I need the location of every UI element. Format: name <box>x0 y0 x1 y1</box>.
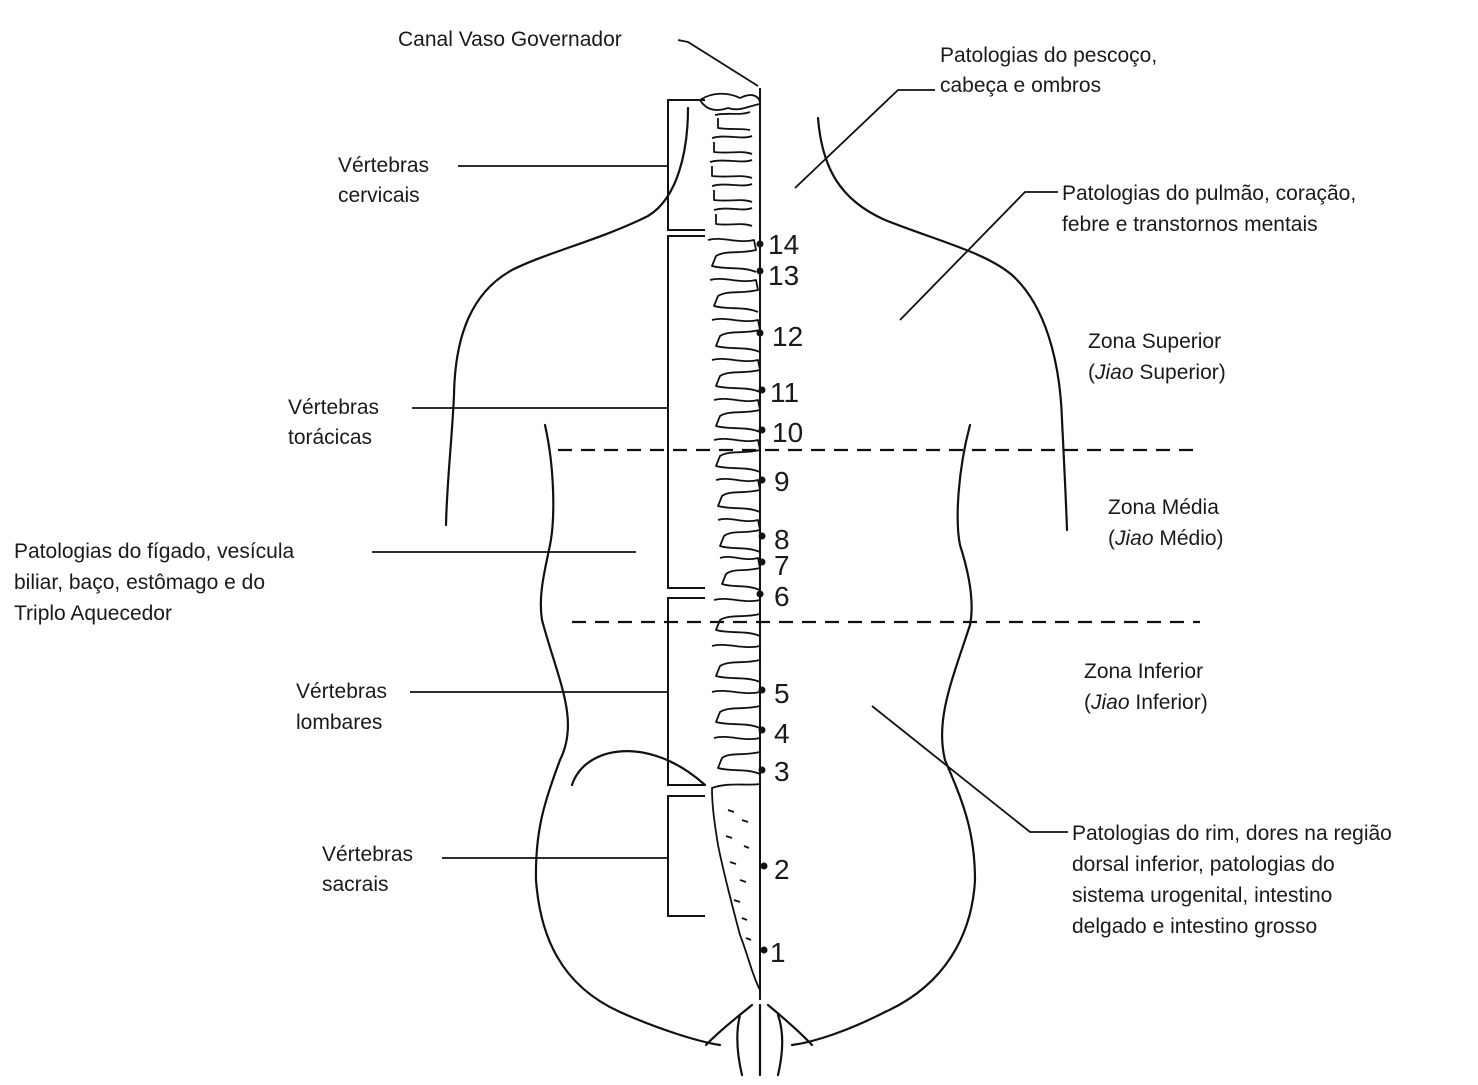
vertebras-toracicas-label: Vértebras torácicas <box>288 396 385 449</box>
zona-superior-jiao-open: ( <box>1088 361 1095 384</box>
zona-inferior-name: Zona Inferior <box>1084 660 1203 683</box>
sacrais-line-2: sacrais <box>322 873 389 896</box>
point-8-dot <box>759 533 766 540</box>
zona-media-jiao-rest: Médio) <box>1154 527 1224 550</box>
canal-vaso-governador-label: Canal Vaso Governador <box>398 28 622 51</box>
figado-line-1: Patologias do fígado, vesícula <box>14 540 295 563</box>
zona-media-name: Zona Média <box>1108 496 1219 519</box>
point-12-dot <box>757 330 764 337</box>
spine <box>700 88 760 1000</box>
zona-media-jiao-italic: Jiao <box>1114 527 1154 550</box>
point-13-dot <box>757 268 764 275</box>
left-shoulder-arm-outline <box>446 108 688 525</box>
sacrum <box>712 784 760 990</box>
pulmao-line-2: febre e transtornos mentais <box>1062 213 1318 236</box>
left-gluteal-curve <box>706 1005 752 1045</box>
acupoint-numbers: 14 13 12 11 10 9 8 7 6 5 4 3 2 1 <box>768 229 803 968</box>
pescoco-line-2: cabeça e ombros <box>940 74 1101 97</box>
patologias-pescoco-label: Patologias do pescoço, cabeça e ombros <box>940 44 1163 97</box>
zona-inferior-label: Zona Inferior (Jiao Inferior) <box>1084 660 1209 714</box>
gluteal-cleft <box>737 1005 782 1075</box>
rim-line-2: dorsal inferior, patologias do <box>1072 853 1335 876</box>
point-12-label: 12 <box>772 321 803 352</box>
thoracic-vertebrae <box>708 239 760 590</box>
cervicais-line-2: cervicais <box>338 184 420 207</box>
zona-superior-name: Zona Superior <box>1088 330 1221 353</box>
acupoint-dots <box>757 241 768 954</box>
thoracic-bracket <box>668 236 705 588</box>
zona-inferior-jiao-open: ( <box>1084 691 1091 714</box>
zona-superior-jiao-rest: Superior) <box>1134 361 1226 384</box>
toracicas-line-1: Vértebras <box>288 396 379 419</box>
zona-inferior-jiao-rest: Inferior) <box>1130 691 1208 714</box>
point-11-dot <box>759 387 766 394</box>
right-shoulder-arm-outline <box>818 118 1067 530</box>
point-6-label: 6 <box>774 581 790 612</box>
toracicas-line-2: torácicas <box>288 426 372 449</box>
point-7-label: 7 <box>774 550 790 581</box>
point-5-label: 5 <box>774 678 790 709</box>
pescoco-leader <box>795 90 935 188</box>
point-4-dot <box>759 727 766 734</box>
point-9-label: 9 <box>774 466 790 497</box>
lombares-line-2: lombares <box>296 711 382 734</box>
cervical-bracket <box>668 100 705 230</box>
lombares-line-1: Vértebras <box>296 680 387 703</box>
vertebrae-brackets <box>668 100 705 916</box>
point-7-dot <box>759 559 766 566</box>
cervical-vertebrae <box>700 94 760 226</box>
sacrais-line-1: Vértebras <box>322 843 413 866</box>
point-10-label: 10 <box>772 417 803 448</box>
point-1-dot <box>761 947 768 954</box>
cervicais-line-1: Vértebras <box>338 154 429 177</box>
rim-leader <box>872 706 1068 832</box>
vertebras-lombares-label: Vértebras lombares <box>296 680 393 734</box>
point-1-label: 1 <box>770 937 786 968</box>
sacral-bracket <box>668 796 705 916</box>
zona-superior-label: Zona Superior (Jiao Superior) <box>1088 330 1227 384</box>
zona-media-jiao-open: ( <box>1108 527 1115 550</box>
rim-line-1: Patologias do rim, dores na região <box>1072 822 1392 845</box>
pulmao-line-1: Patologias do pulmão, coração, <box>1062 182 1356 205</box>
point-3-dot <box>759 767 766 774</box>
right-gluteal-curve <box>768 1005 812 1045</box>
point-14-dot <box>757 241 764 248</box>
point-10-dot <box>759 427 766 434</box>
vertebras-cervicais-label: Vértebras cervicais <box>338 154 435 207</box>
canal-leader <box>678 40 758 86</box>
rim-line-3: sistema urogenital, intestino <box>1072 884 1332 907</box>
zona-inferior-jiao-italic: Jiao <box>1090 691 1130 714</box>
point-3-label: 3 <box>774 756 790 787</box>
pescoco-line-1: Patologias do pescoço, <box>940 44 1157 67</box>
left-torso-outline <box>536 425 720 1045</box>
patologias-pulmao-label: Patologias do pulmão, coração, febre e t… <box>1062 182 1362 236</box>
point-2-label: 2 <box>774 854 790 885</box>
body-outline <box>446 108 1067 1075</box>
patologias-rim-label: Patologias do rim, dores na região dorsa… <box>1072 822 1398 938</box>
figado-line-3: Triplo Aquecedor <box>14 602 172 625</box>
point-2-dot <box>761 863 768 870</box>
point-5-dot <box>759 687 766 694</box>
point-13-label: 13 <box>768 260 799 291</box>
zona-superior-jiao-italic: Jiao <box>1094 361 1134 384</box>
point-9-dot <box>759 477 766 484</box>
point-6-dot <box>757 591 764 598</box>
point-4-label: 4 <box>774 718 790 749</box>
right-torso-outline <box>792 425 975 1045</box>
left-iliac-crest <box>572 751 705 785</box>
point-14-label: 14 <box>768 229 799 260</box>
figado-line-2: biliar, baço, estômago e do <box>14 571 265 594</box>
patologias-figado-label: Patologias do fígado, vesícula biliar, b… <box>14 540 300 625</box>
lumbar-vertebrae <box>712 599 760 774</box>
vertebras-sacrais-label: Vértebras sacrais <box>322 843 419 896</box>
point-11-label: 11 <box>770 377 799 408</box>
rim-line-4: delgado e intestino grosso <box>1072 915 1317 938</box>
lumbar-bracket <box>668 598 705 785</box>
zona-media-label: Zona Média (Jiao Médio) <box>1108 496 1225 550</box>
